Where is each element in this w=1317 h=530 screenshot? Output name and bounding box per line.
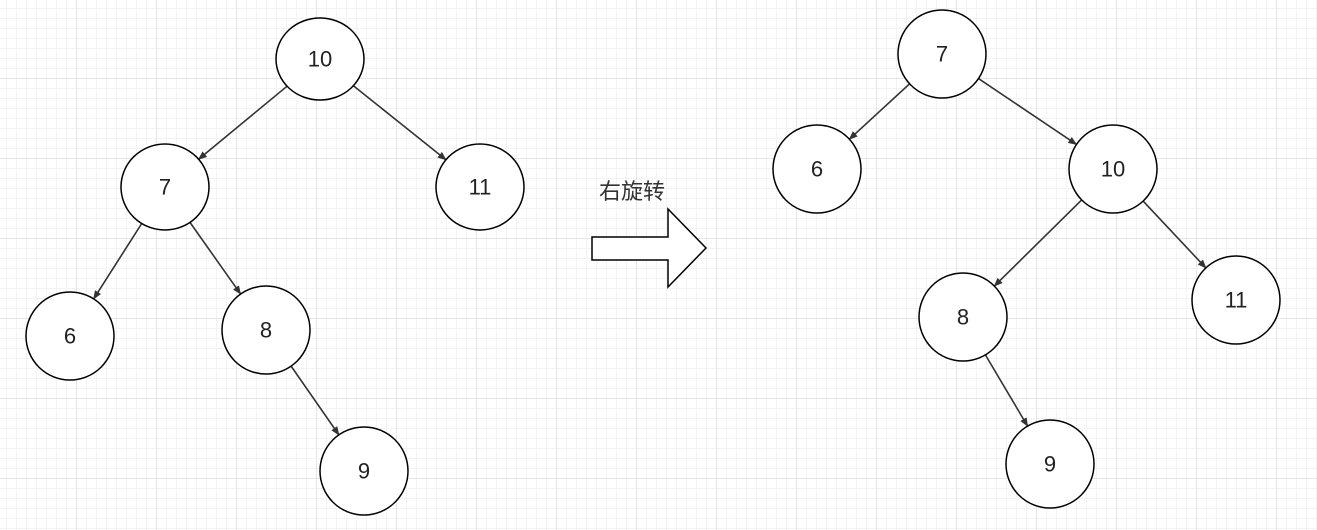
after-edge-8-to-9 — [984, 354, 1029, 427]
after-tree-nodes: 7 6 10 8 11 9 — [772, 9, 1281, 509]
before-node-label: 6 — [64, 324, 76, 349]
after-node-9: 9 — [1005, 419, 1095, 509]
before-node-circle — [221, 285, 311, 375]
before-node-circle — [275, 17, 365, 101]
before-node-label: 8 — [260, 318, 272, 343]
after-node-label: 8 — [957, 305, 969, 330]
after-node-label: 10 — [1101, 157, 1125, 182]
after-node-10: 10 — [1068, 124, 1158, 214]
before-edge-7-to-6 — [92, 223, 143, 300]
after-node-circle — [1068, 124, 1158, 214]
rotation-transform: 右旋转 — [591, 180, 708, 289]
after-node-circle — [918, 272, 1008, 362]
after-node-11: 11 — [1191, 255, 1281, 345]
before-node-circle — [435, 143, 525, 231]
after-node-circle — [1191, 255, 1281, 345]
before-node-circle — [25, 291, 115, 381]
before-edge-10-to-7 — [197, 85, 288, 160]
after-node-circle — [772, 124, 862, 214]
after-node-6: 6 — [772, 124, 862, 214]
after-node-circle — [1005, 419, 1095, 509]
after-node-7: 7 — [897, 9, 987, 99]
after-node-circle — [897, 9, 987, 99]
after-edge-10-to-8 — [993, 199, 1083, 287]
before-tree-nodes: 10 7 11 6 8 9 — [25, 17, 525, 516]
after-edge-10-to-11 — [1142, 200, 1207, 269]
after-edge-7-to-10 — [978, 77, 1078, 146]
before-node-label: 9 — [358, 459, 370, 484]
after-node-label: 9 — [1044, 452, 1056, 477]
before-edge-10-to-11 — [352, 85, 447, 161]
before-node-label: 11 — [469, 175, 492, 200]
before-tree: 10 7 11 6 8 9 — [25, 17, 525, 516]
right-arrow-icon — [591, 207, 708, 289]
before-node-11: 11 — [435, 143, 525, 231]
before-node-circle — [319, 426, 409, 516]
after-edge-7-to-6 — [848, 83, 911, 140]
before-node-6: 6 — [25, 291, 115, 381]
after-tree: 7 6 10 8 11 9 — [772, 9, 1281, 509]
before-node-8: 8 — [221, 285, 311, 375]
after-tree-edges — [848, 77, 1207, 427]
after-node-label: 6 — [811, 157, 823, 182]
before-node-9: 9 — [319, 426, 409, 516]
before-node-7: 7 — [120, 143, 210, 231]
after-node-8: 8 — [918, 272, 1008, 362]
before-node-10: 10 — [275, 17, 365, 101]
rotation-label: 右旋转 — [599, 180, 665, 205]
before-node-circle — [120, 143, 210, 231]
before-tree-edges — [92, 85, 447, 436]
before-edge-8-to-9 — [290, 365, 340, 436]
after-node-label: 7 — [936, 42, 948, 67]
before-node-label: 10 — [308, 47, 332, 72]
before-edge-7-to-8 — [189, 221, 242, 295]
before-node-label: 7 — [159, 175, 171, 200]
after-node-label: 11 — [1225, 288, 1248, 313]
